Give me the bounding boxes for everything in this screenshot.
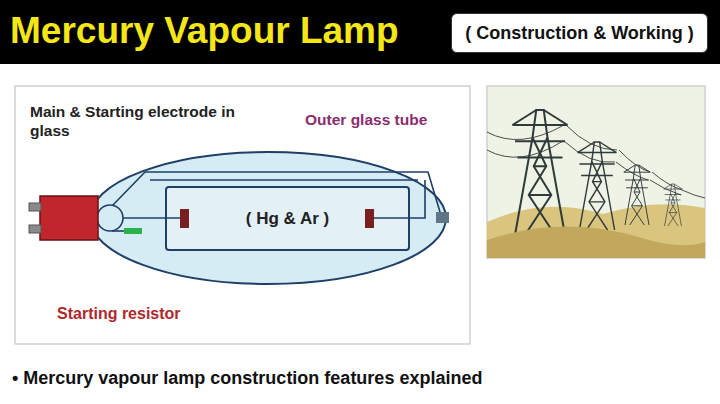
node-text: ( Hg & Ar ): [246, 209, 329, 229]
support-wires: [112, 172, 440, 231]
glass-stem: [97, 205, 123, 231]
main-electrode: [365, 209, 374, 228]
lamp-base: [40, 196, 98, 240]
diagram-panel: [15, 86, 470, 344]
page-title: Mercury Vapour Lamp: [10, 10, 399, 52]
caption: • Mercury vapour lamp construction featu…: [12, 368, 482, 389]
subtitle-box: ( Construction & Working ): [451, 13, 708, 53]
base-pin: [29, 203, 41, 211]
part-label: Starting resistor: [57, 304, 181, 323]
title-bar: [0, 0, 720, 64]
part-label: Outer glass tube: [305, 111, 427, 130]
node-text: ( Construction & Working ): [465, 23, 694, 44]
starting-resistor: [124, 228, 142, 234]
base-pin: [29, 225, 41, 233]
end-cap: [436, 212, 449, 223]
part-label: Main & Starting electrode in glass: [30, 103, 265, 140]
arc-tube: ( Hg & Ar ): [165, 186, 410, 251]
main-electrode: [180, 209, 189, 228]
power-line-picture: [487, 86, 705, 258]
outer-glass-bulb: [90, 152, 446, 284]
arc-tube-fill: [165, 186, 410, 251]
